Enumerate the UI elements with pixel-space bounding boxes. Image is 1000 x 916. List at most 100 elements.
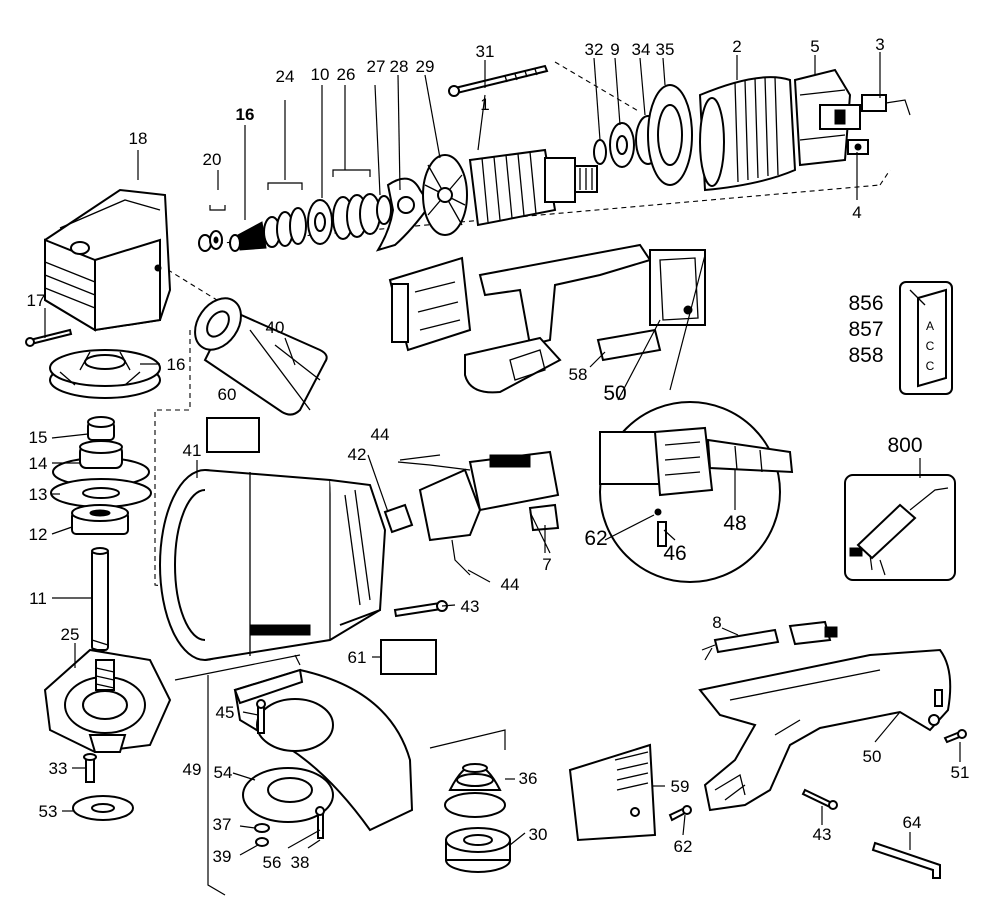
callout-9: 9 [610, 40, 619, 59]
callout-44-top: 44 [371, 425, 390, 444]
cord-kit-800-box [844, 474, 956, 581]
screw-38-part [315, 806, 325, 839]
label-text-c1: C [926, 339, 935, 353]
label-58-part [596, 328, 662, 362]
gear-14-part [52, 440, 150, 487]
wheel-guard-49-part [233, 668, 414, 832]
bearing-housing-25-part [43, 648, 172, 754]
callout-39: 39 [213, 847, 232, 866]
callout-2: 2 [732, 37, 741, 56]
callout-64: 64 [903, 813, 922, 832]
screw-43-lower-part [801, 788, 838, 810]
callout-27: 27 [367, 57, 386, 76]
fan-29-part [422, 154, 468, 236]
callout-53: 53 [39, 802, 58, 821]
clamp-band-54-part [242, 767, 334, 823]
brush-4-part [847, 139, 869, 155]
callout-37: 37 [213, 815, 232, 834]
leader-lines [44, 52, 961, 856]
clamp-nut-16-part [49, 349, 161, 399]
field-2-part [698, 76, 797, 192]
callout-10: 10 [311, 65, 330, 84]
spring-set-24-part [263, 207, 307, 248]
callout-25: 25 [61, 625, 80, 644]
callout-16-left: 16 [167, 355, 186, 374]
washer-53-part [72, 795, 134, 821]
screw-33-part [83, 753, 97, 783]
washer-39-part [255, 837, 269, 847]
callout-labels: 31 32 9 34 35 2 5 3 4 1 24 10 26 27 28 2… [27, 35, 970, 872]
callout-800: 800 [887, 434, 922, 457]
screw-43-upper-part [393, 600, 448, 618]
callout-40: 40 [266, 318, 285, 337]
callout-18: 18 [129, 129, 148, 148]
upper-assembly-axis [199, 61, 891, 246]
label-text-c2: C [926, 359, 935, 373]
callout-17: 17 [27, 291, 46, 310]
callout-31: 31 [476, 42, 495, 61]
callout-28: 28 [390, 57, 409, 76]
callout-13: 13 [29, 485, 48, 504]
nut-37-part [254, 823, 270, 833]
callout-49: 49 [183, 760, 202, 779]
armature-1-part [468, 148, 598, 227]
callout-41: 41 [183, 441, 202, 460]
motor-housing-41-part [159, 469, 387, 661]
callout-45: 45 [216, 703, 235, 722]
fan-baffle-28-part [375, 177, 432, 252]
callout-30: 30 [529, 825, 548, 844]
callout-50-detail: 50 [603, 382, 626, 405]
gear-case-part [44, 188, 172, 332]
nut-washer-20-part [198, 230, 223, 252]
flange-bracket-lines [429, 729, 506, 750]
callout-15: 15 [29, 428, 48, 447]
callout-62-lower: 62 [674, 837, 693, 856]
callout-54: 54 [214, 763, 233, 782]
callout-34: 34 [632, 40, 651, 59]
callout-43-top: 43 [461, 597, 480, 616]
callout-32: 32 [585, 40, 604, 59]
callout-29: 29 [416, 57, 435, 76]
callout-59: 59 [671, 777, 690, 796]
callout-4: 4 [852, 203, 861, 222]
side-handle-40-part [194, 297, 328, 416]
callout-44-bottom: 44 [501, 575, 520, 594]
callout-56: 56 [263, 853, 282, 872]
switch-detail-circle [599, 254, 794, 583]
callout-24: 24 [276, 67, 295, 86]
screw-45-part [256, 699, 266, 734]
screw-31-part [448, 64, 549, 97]
callout-42: 42 [348, 445, 367, 464]
flange-36-part [444, 763, 506, 818]
callout-3: 3 [875, 35, 884, 54]
switch-actuator-part [464, 243, 706, 394]
callout-5: 5 [810, 37, 819, 56]
nut-30-part [445, 827, 511, 873]
bearing-10-part [307, 199, 333, 245]
callout-16-top: 16 [236, 105, 255, 124]
pinion-16-part [229, 221, 267, 252]
baffle-35-part [647, 84, 693, 186]
bearing-9-part [609, 122, 635, 168]
callout-46: 46 [663, 542, 686, 565]
callout-858: 858 [848, 344, 883, 367]
callout-857: 857 [848, 318, 883, 341]
callout-12: 12 [29, 525, 48, 544]
washer-27-part [376, 195, 392, 225]
callout-38: 38 [291, 853, 310, 872]
bearing-15-part [87, 416, 115, 441]
callout-33: 33 [49, 759, 68, 778]
callout-61: 61 [348, 648, 367, 667]
plate-59-part [568, 743, 657, 842]
cord-8-part [701, 620, 838, 661]
callout-62-detail: 62 [584, 527, 607, 550]
brush-holder-5-part [793, 68, 861, 167]
label-61-part [380, 639, 437, 675]
callout-58: 58 [569, 365, 588, 384]
callout-51: 51 [951, 763, 970, 782]
washer-32-part [593, 139, 607, 165]
callout-50-handle: 50 [863, 747, 882, 766]
washer-13-part [50, 478, 152, 508]
callout-43-bottom: 43 [813, 825, 832, 844]
